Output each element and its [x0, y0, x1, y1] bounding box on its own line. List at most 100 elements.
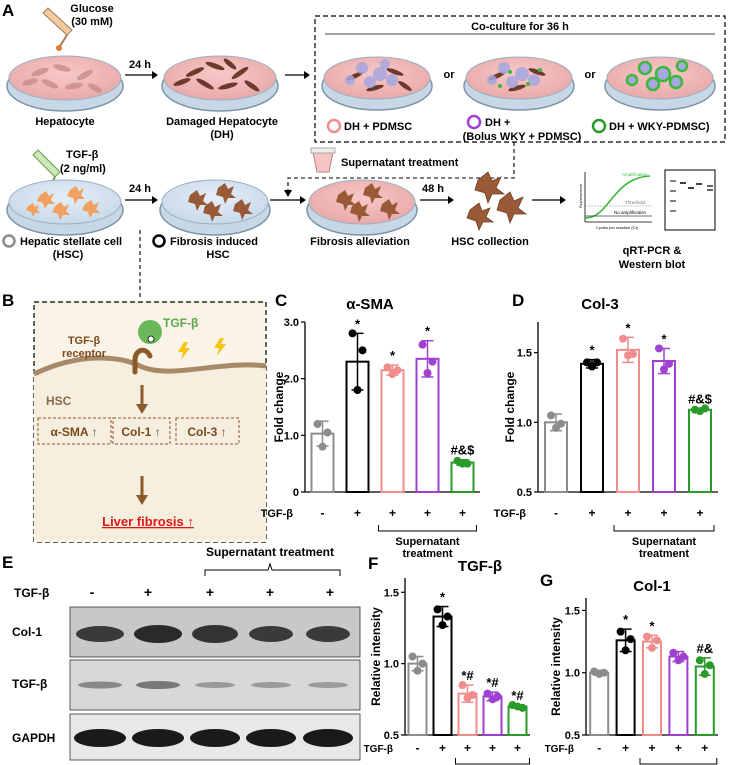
bar	[415, 357, 440, 494]
treatment-sign: +	[588, 506, 595, 520]
data-point	[418, 340, 427, 349]
data-point	[433, 605, 442, 614]
treatment-sign: -	[90, 584, 95, 600]
western-tgf-label: TGF-β	[14, 586, 49, 600]
treatment-sign: -	[554, 506, 558, 520]
data-point	[313, 420, 322, 428]
bar	[380, 369, 405, 493]
panel-label-a: A	[2, 1, 14, 20]
y-tick-label: 2.0	[284, 374, 299, 386]
treatment-sign: +	[354, 506, 361, 520]
time-label-24h-top: 24 h	[129, 59, 151, 71]
bar	[589, 671, 610, 737]
bar	[688, 408, 712, 494]
treatment-row-label: TGF-β	[261, 508, 294, 520]
treatment-bracket	[639, 758, 718, 765]
panel-label-d: D	[512, 291, 524, 310]
significance-label: #&	[696, 641, 713, 656]
y-tick-label: 0.5	[565, 730, 580, 742]
supernatant-label: Supernatant treatment	[341, 157, 459, 169]
treatment-row-label: TGF-β	[364, 744, 393, 755]
y-tick-label: 1.0	[284, 430, 299, 442]
fibrosis-alleviation-dish	[306, 179, 418, 236]
data-point	[468, 691, 477, 700]
data-point	[323, 428, 332, 437]
treatment-row-label: TGF-β	[494, 508, 527, 520]
significance-label: *	[425, 324, 431, 339]
coculture-dish-bolus	[463, 56, 575, 111]
chart-title: Col-3	[581, 296, 619, 313]
tgf-label: TGF-β	[66, 149, 99, 161]
blot-row-gapdh: GAPDH	[12, 731, 55, 745]
hsc-label: Hepatic stellate cell	[20, 236, 122, 248]
treatment-bracket	[455, 758, 530, 765]
treatment-sign: +	[389, 506, 396, 520]
fibrosis-induced-abbrev: HSC	[206, 249, 229, 261]
receptor-label-2: receptor	[62, 348, 107, 360]
coculture-title: Co-culture for 36 h	[471, 21, 569, 33]
hsc-abbrev: (HSC)	[53, 249, 84, 261]
treatment-sign: +	[624, 506, 631, 520]
glucose-concentration: (30 mM)	[71, 16, 113, 28]
panel-label-e: E	[2, 553, 13, 572]
data-point	[393, 366, 402, 375]
data-point	[518, 703, 527, 712]
treatment-sign: +	[696, 506, 703, 520]
treatment-sign: +	[675, 741, 682, 755]
significance-label: *	[661, 331, 667, 346]
group-label-bolus-1: DH +	[485, 117, 510, 129]
data-point	[629, 350, 637, 359]
outcome-label: Liver fibrosis ↑	[102, 514, 194, 529]
y-tick-label: 0	[293, 487, 299, 499]
treatment-bracket	[378, 525, 477, 532]
data-point	[438, 621, 447, 630]
receptor-label-1: TGF-β	[68, 335, 101, 347]
data-point	[547, 411, 555, 420]
y-axis-label: Relative intensity	[369, 607, 383, 706]
panel-label-g: G	[540, 571, 553, 590]
treatment-sign: +	[206, 584, 214, 600]
significance-label: *	[440, 590, 446, 605]
data-point	[557, 419, 565, 428]
data-point	[413, 666, 422, 675]
marker-col1: Col-1 ↑	[121, 425, 160, 439]
damaged-hepatocyte-label: Damaged Hepatocyte	[166, 116, 278, 128]
qpcr-noamp-label: No amplification	[614, 210, 647, 215]
hsc-dish	[6, 179, 124, 236]
significance-label: *	[623, 612, 629, 627]
panel-a: A Glucose (30 mM) Hepatocyte 24 h	[2, 1, 726, 300]
significance-label: *#	[486, 675, 499, 690]
treatment-row-label: TGF-β	[545, 744, 574, 755]
supernatant-bracket-label: treatment	[639, 548, 689, 560]
bar	[544, 421, 568, 494]
legend-marker-fibrosis	[152, 234, 166, 248]
significance-label: #&$	[451, 443, 476, 458]
supernatant-tube-icon	[310, 147, 336, 173]
marker-asma: α-SMA ↑	[51, 425, 98, 439]
treatment-sign: +	[424, 506, 431, 520]
data-point	[418, 659, 427, 668]
treatment-sign: +	[701, 741, 708, 755]
data-point	[660, 365, 668, 374]
treatment-sign: -	[416, 741, 420, 755]
glucose-label: Glucose	[70, 3, 113, 15]
tgf-receptor-icon	[132, 320, 162, 375]
treatment-sign: +	[622, 741, 629, 755]
qpcr-threshold-label: Threshold	[625, 200, 646, 205]
or-label-2: or	[585, 69, 597, 81]
panel-label-f: F	[368, 554, 378, 573]
data-point	[701, 404, 709, 413]
western-blot-icon	[664, 169, 716, 231]
group-label-wky: DH + WKY-PDMSC)	[609, 121, 710, 133]
time-label-48h: 48 h	[422, 183, 444, 195]
blot-row-tgf: TGF-β	[12, 677, 47, 691]
data-point	[358, 346, 367, 355]
y-tick-label: 3.0	[284, 317, 299, 329]
data-point	[383, 363, 392, 372]
y-tick-label: 0.5	[517, 487, 532, 499]
panel-b: B TGF-β TGF-β receptor HSC α-SMA ↑ Col-1…	[2, 291, 267, 543]
chart-title: TGF-β	[458, 558, 502, 575]
data-point	[593, 358, 601, 367]
